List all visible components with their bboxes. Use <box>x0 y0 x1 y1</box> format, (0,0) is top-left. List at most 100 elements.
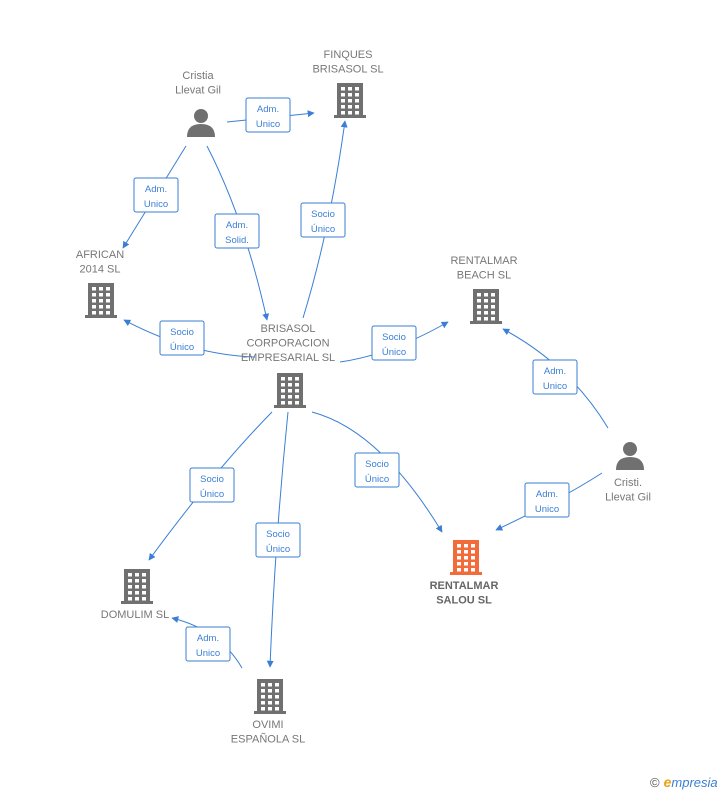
edge-label-text: Adm. <box>536 489 558 500</box>
node-rentbeach[interactable]: RENTALMAR BEACH SL <box>450 255 518 324</box>
node-rentsalou[interactable]: RENTALMAR SALOU SL <box>430 540 499 607</box>
node-label-line: RENTALMAR <box>430 580 499 592</box>
node-label: DOMULIM SL <box>101 609 169 621</box>
node-label-line: BEACH SL <box>457 270 511 282</box>
node-label-line: BRISASOL <box>260 323 315 335</box>
edge-brisasol-to-rentsalou <box>311 411 443 533</box>
node-label-line: Cristi. <box>614 477 642 489</box>
edge-label-text: Unico <box>535 504 559 515</box>
edge-label-box <box>255 522 301 558</box>
building-icon <box>334 83 366 118</box>
edge-label-text: Socio <box>170 327 194 338</box>
brand-logo-initial: e <box>663 774 672 790</box>
edge-label-box <box>354 452 400 488</box>
node-label-line: Cristia <box>182 70 214 82</box>
building-icon <box>254 679 286 714</box>
edge-label-box <box>524 482 570 518</box>
edge-label-text: Unico <box>543 381 567 392</box>
edge-role-label[interactable]: Adm. Unico <box>185 626 231 662</box>
node-label: OVIMI ESPAÑOLA SL <box>231 719 305 746</box>
edge-label-text: Socio <box>311 209 335 220</box>
edge-label-box <box>300 202 346 238</box>
person-icon <box>616 442 644 470</box>
node-label-line: AFRICAN <box>76 249 124 261</box>
node-label-line: OVIMI <box>252 719 283 731</box>
edge-label-box <box>532 359 578 395</box>
node-brisasol[interactable]: BRISASOL CORPORACION EMPRESARIAL SL <box>241 323 335 408</box>
edge-label-text: Adm. <box>197 633 219 644</box>
building-icon <box>450 540 482 575</box>
node-label-line: Llevat Gil <box>175 85 221 97</box>
edge-label-text: Único <box>382 347 406 358</box>
edge-label-box <box>133 177 179 213</box>
building-icon <box>274 373 306 408</box>
person-icon <box>187 109 215 137</box>
edge-label-text: Único <box>311 224 335 235</box>
edge-label-text: Unico <box>196 648 220 659</box>
node-label-line: DOMULIM SL <box>101 609 169 621</box>
copyright-symbol: © <box>650 775 660 790</box>
edge-role-label[interactable]: Adm. Unico <box>245 97 291 133</box>
brand-logo-text: mpresia <box>671 775 718 790</box>
edge-label-box <box>214 213 260 249</box>
node-label: Cristi. Llevat Gil <box>605 477 651 504</box>
edge-role-label[interactable]: Adm. Unico <box>524 482 570 518</box>
edge-label-text: Único <box>170 342 194 353</box>
edge-label-box <box>245 97 291 133</box>
node-label: FINQUES BRISASOL SL <box>312 49 383 76</box>
node-label-line: RENTALMAR <box>450 255 517 267</box>
node-label-line: FINQUES <box>324 49 373 61</box>
node-label-line: 2014 SL <box>80 264 121 276</box>
edge-label-text: Adm. <box>544 366 566 377</box>
node-label-line: Llevat Gil <box>605 492 651 504</box>
edge-label-text: Socio <box>266 529 290 540</box>
node-label: AFRICAN 2014 SL <box>76 249 124 276</box>
edge-label-text: Adm. <box>145 184 167 195</box>
edge-role-label[interactable]: Adm. Solid. <box>214 213 260 249</box>
edge-label-text: Solid. <box>225 235 249 246</box>
node-label: RENTALMAR BEACH SL <box>450 255 517 282</box>
edge-label-text: Adm. <box>226 220 248 231</box>
node-label-line: CORPORACION <box>246 338 329 350</box>
edge-role-label[interactable]: Adm. Unico <box>133 177 179 213</box>
edge-label-box <box>189 467 235 503</box>
edge-label-text: Socio <box>382 332 406 343</box>
edge-label-box <box>159 320 205 356</box>
edge-role-label[interactable]: Adm. Unico <box>532 359 578 395</box>
node-label-line: EMPRESARIAL SL <box>241 352 335 364</box>
node-ovimi[interactable]: OVIMI ESPAÑOLA SL <box>231 679 305 746</box>
node-finques[interactable]: FINQUES BRISASOL SL <box>312 49 384 118</box>
node-cristi[interactable]: Cristi. Llevat Gil <box>605 442 651 504</box>
edge-label-text: Único <box>266 544 290 555</box>
node-label: BRISASOL CORPORACION EMPRESARIAL SL <box>241 323 335 364</box>
edge-label-text: Socio <box>200 474 224 485</box>
edge-label-text: Unico <box>144 199 168 210</box>
edge-label-box <box>185 626 231 662</box>
building-icon <box>470 289 502 324</box>
node-domulim[interactable]: DOMULIM SL <box>101 569 169 621</box>
node-label-line: SALOU SL <box>436 595 492 607</box>
node-label-line: BRISASOL SL <box>312 64 383 76</box>
edge-label-text: Único <box>365 474 389 485</box>
building-icon <box>85 283 117 318</box>
edge-label-text: Unico <box>256 119 280 130</box>
edge-label-text: Único <box>200 489 224 500</box>
node-label: RENTALMAR SALOU SL <box>430 580 499 607</box>
edge-label-text: Socio <box>365 459 389 470</box>
copyright-notice: ©empresia <box>650 774 718 790</box>
edge-label-text: Adm. <box>257 104 279 115</box>
edge-label-box <box>371 325 417 361</box>
node-african[interactable]: AFRICAN 2014 SL <box>76 249 124 318</box>
building-icon <box>121 569 153 604</box>
node-label-line: ESPAÑOLA SL <box>231 733 305 746</box>
